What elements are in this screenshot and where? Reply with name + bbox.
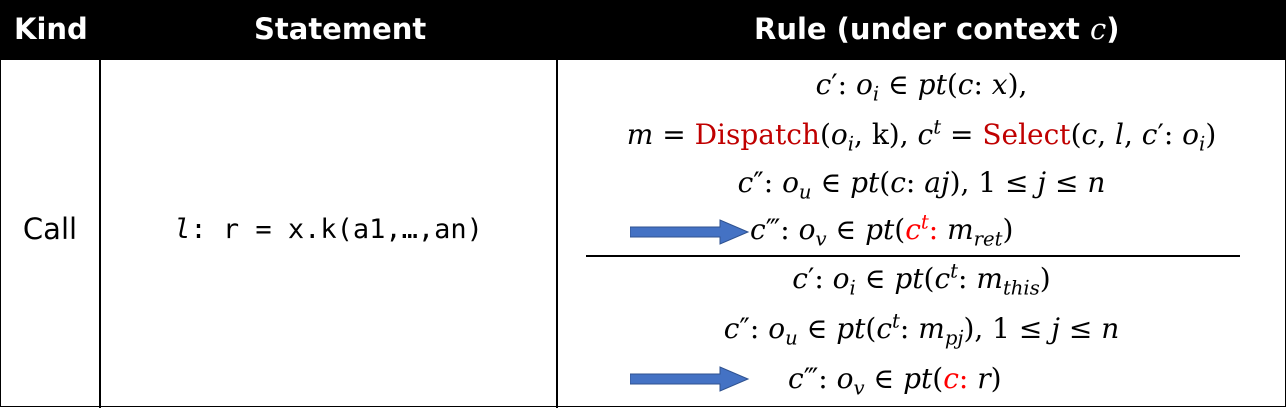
premise-line-4: c‴: ov ∈ pt(ct: mret) <box>750 210 1014 251</box>
premise-line-2: m = Dispatch(oi, k), ct = Select(c, l, c… <box>626 115 1217 156</box>
statement-label: l <box>174 214 191 245</box>
header-kind: Kind <box>14 12 88 46</box>
premise-line-1: c′: oi ∈ pt(c: x), <box>815 68 1028 106</box>
dispatch-func: Dispatch <box>694 118 820 151</box>
inference-line <box>586 255 1240 257</box>
conclusion-line-1: c′: oi ∈ pt(ct: mthis) <box>792 259 1051 300</box>
select-func: Select <box>982 118 1071 151</box>
conclusion-line-3: c‴: ov ∈ pt(c: r) <box>788 362 1002 400</box>
statement-code: : r = x.k(a1,…,an) <box>190 214 483 245</box>
header-statement: Statement <box>254 12 427 46</box>
arrow-icon <box>630 366 750 392</box>
conclusion-line-2: c″: ou ∈ pt(ct: mpj), 1 ≤ j ≤ n <box>723 309 1120 350</box>
premise-line-3: c″: ou ∈ pt(c: aj), 1 ≤ j ≤ n <box>737 166 1106 204</box>
column-divider <box>99 60 101 408</box>
table-header: Kind Statement Rule (under context c) <box>0 0 1286 60</box>
statement-cell: l: r = x.k(a1,…,an) <box>100 214 557 245</box>
header-rule: Rule (under context c) <box>754 12 1120 46</box>
kind-cell: Call <box>22 212 78 246</box>
column-divider <box>556 60 558 408</box>
arrow-icon <box>630 219 750 245</box>
